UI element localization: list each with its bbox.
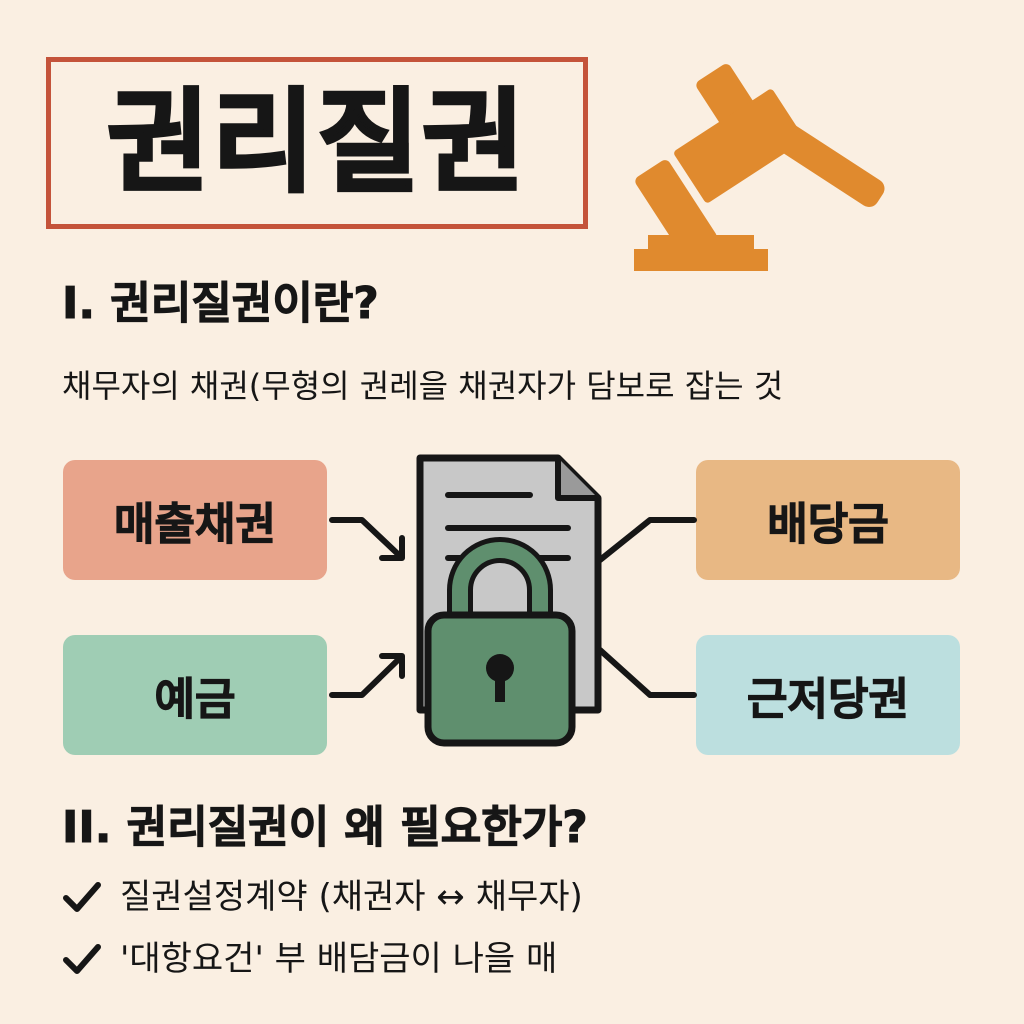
check-icon [63,944,101,974]
section2-heading: II. 권리질권이 왜 필요한가? [62,802,589,853]
arrow-bottom-left [329,653,405,698]
node-deposit: 예금 [63,635,327,755]
list-item: 질권설정계약 (채권자 ↔ 채무자) [62,880,583,914]
node-sales-receivables: 매출채권 [63,460,327,580]
page-title: 권리질권 [105,78,528,208]
node-label: 배당금 [767,499,889,551]
arrow-top-left [329,517,405,561]
check-icon [63,882,101,912]
list-item-text: '대항요건' 부 배담금이 나을 매 [120,939,558,979]
node-label: 근저당권 [747,674,910,726]
section1-heading: I. 권리질권이란? [62,278,380,329]
gavel-icon [634,64,885,271]
list-item: '대항요건' 부 배담금이 나을 매 [62,942,557,976]
list-item-text: 질권설정계약 (채권자 ↔ 채무자) [120,877,583,917]
lock-icon [424,537,576,747]
title-box: 권리질권 [46,57,588,229]
section1-description: 채무자의 채권(무형의 권레을 채권자가 담보로 잡는 것 [62,367,784,405]
connector-bottom-right [597,647,697,698]
document-lock-graphic [329,454,697,747]
node-label: 매출채권 [114,499,277,551]
node-label: 예금 [154,674,236,726]
node-mortgage: 근저당권 [696,635,960,755]
node-dividend: 배당금 [696,460,960,580]
connector-top-right [597,517,697,563]
